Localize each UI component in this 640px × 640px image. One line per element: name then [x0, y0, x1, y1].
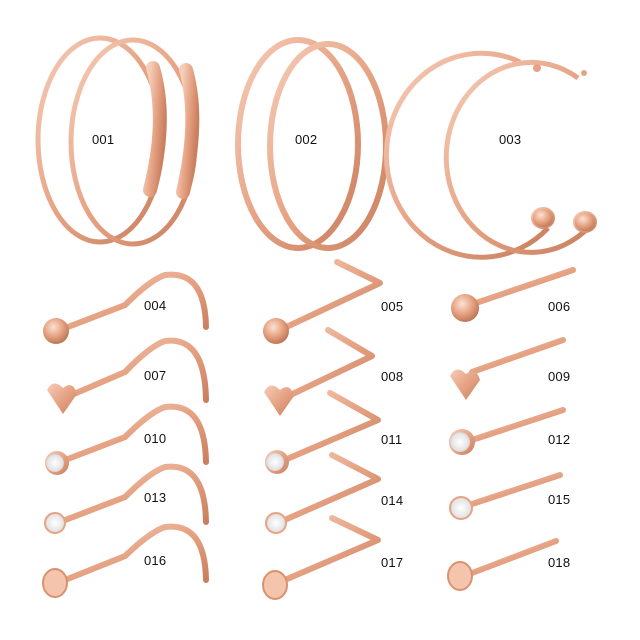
item-code-label: 011 [381, 432, 403, 447]
item-code-label: 008 [381, 369, 404, 384]
l-bend-studs [277, 259, 383, 585]
bezel-crystal-icon [46, 454, 64, 472]
item-code-label: 006 [548, 299, 571, 314]
item-code-label: 010 [144, 431, 167, 446]
ball-top-icon [43, 318, 69, 344]
screw-studs [57, 271, 209, 585]
item-code-label: 018 [548, 555, 571, 570]
flat-disc-icon [42, 568, 68, 598]
ring-001 [35, 35, 200, 247]
item-code-label: 004 [144, 298, 167, 313]
item-code-label: 012 [548, 432, 571, 447]
item-code-label: 017 [381, 555, 404, 570]
item-code-label: 016 [144, 553, 167, 568]
item-code-label: 013 [144, 490, 167, 505]
item-code-label: 003 [499, 132, 522, 147]
bone-studs [467, 267, 576, 576]
prong-crystal-icon [44, 512, 66, 534]
item-code-label: 001 [92, 132, 115, 147]
item-code-label: 015 [548, 492, 571, 507]
item-code-label: 014 [381, 493, 404, 508]
item-code-label: 005 [381, 299, 404, 314]
item-code-label: 007 [144, 368, 167, 383]
ring-003 [383, 50, 597, 260]
item-code-label: 002 [295, 132, 318, 147]
item-code-label: 009 [548, 369, 571, 384]
heart-top-icon [47, 383, 77, 414]
